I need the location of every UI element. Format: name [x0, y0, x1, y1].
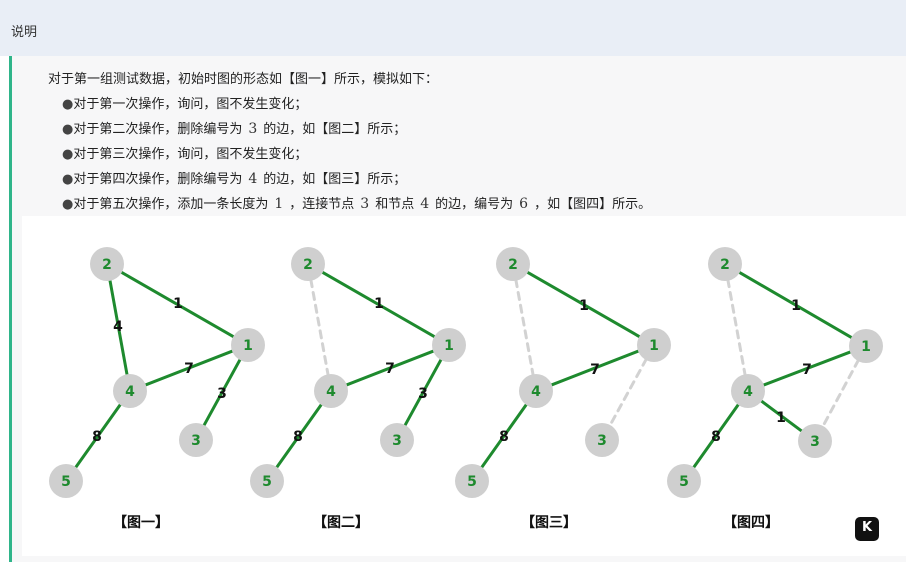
- edge-length: 1: [274, 196, 284, 212]
- figure-caption-1: 【图一】: [113, 515, 169, 531]
- section-header: 说明: [0, 0, 906, 56]
- edge-number: 3: [248, 121, 258, 137]
- step-text: ，连接节点: [289, 197, 355, 212]
- step-item-1: ●对于第一次操作，询问，图不发生变化；: [62, 93, 307, 112]
- bullet-dot-icon: ●: [62, 122, 74, 137]
- step-text: 对于第四次操作，删除编号为: [73, 172, 243, 187]
- bullet-dot-icon: ●: [62, 147, 74, 162]
- step-item-2: ●对于第二次操作，删除编号为 3 的边，如【图二】所示；: [62, 118, 406, 137]
- step-text: ，如【图四】所示。: [534, 197, 652, 212]
- step-item-4: ●对于第四次操作，删除编号为 4 的边，如【图三】所示；: [62, 168, 406, 187]
- edge-number: 4: [248, 171, 258, 187]
- logo-letter: K: [861, 520, 873, 535]
- section-title: 说明: [11, 25, 38, 40]
- bullet-dot-icon: ●: [62, 97, 74, 112]
- figure-caption-2: 【图二】: [313, 515, 369, 531]
- intro-text: 对于第一组测试数据，初始时图的形态如【图一】所示，模拟如下：: [48, 72, 439, 87]
- bullet-dot-icon: ●: [62, 197, 74, 212]
- node-number: 3: [360, 196, 370, 212]
- step-text: 对于第三次操作，询问，图不发生变化；: [73, 147, 308, 162]
- edge-number: 6: [519, 196, 529, 212]
- step-item-3: ●对于第三次操作，询问，图不发生变化；: [62, 143, 307, 162]
- step-text: 的边，如【图二】所示；: [263, 122, 407, 137]
- figure-caption-3: 【图三】: [521, 515, 577, 531]
- figure-caption-4: 【图四】: [723, 515, 779, 531]
- step-text: 对于第五次操作，添加一条长度为: [73, 197, 269, 212]
- figure-area: [22, 216, 906, 556]
- site-logo-icon[interactable]: K: [855, 517, 879, 541]
- step-text: 的边，编号为: [435, 197, 514, 212]
- step-text: 对于第一次操作，询问，图不发生变化；: [73, 97, 308, 112]
- step-text: 的边，如【图三】所示；: [263, 172, 407, 187]
- step-item-5: ●对于第五次操作，添加一条长度为 1 ，连接节点 3 和节点 4 的边，编号为 6 ，如【图四】…: [62, 193, 651, 212]
- step-text: 和节点: [375, 197, 415, 212]
- bullet-dot-icon: ●: [62, 172, 74, 187]
- step-text: 对于第二次操作，删除编号为: [73, 122, 243, 137]
- node-number: 4: [420, 196, 430, 212]
